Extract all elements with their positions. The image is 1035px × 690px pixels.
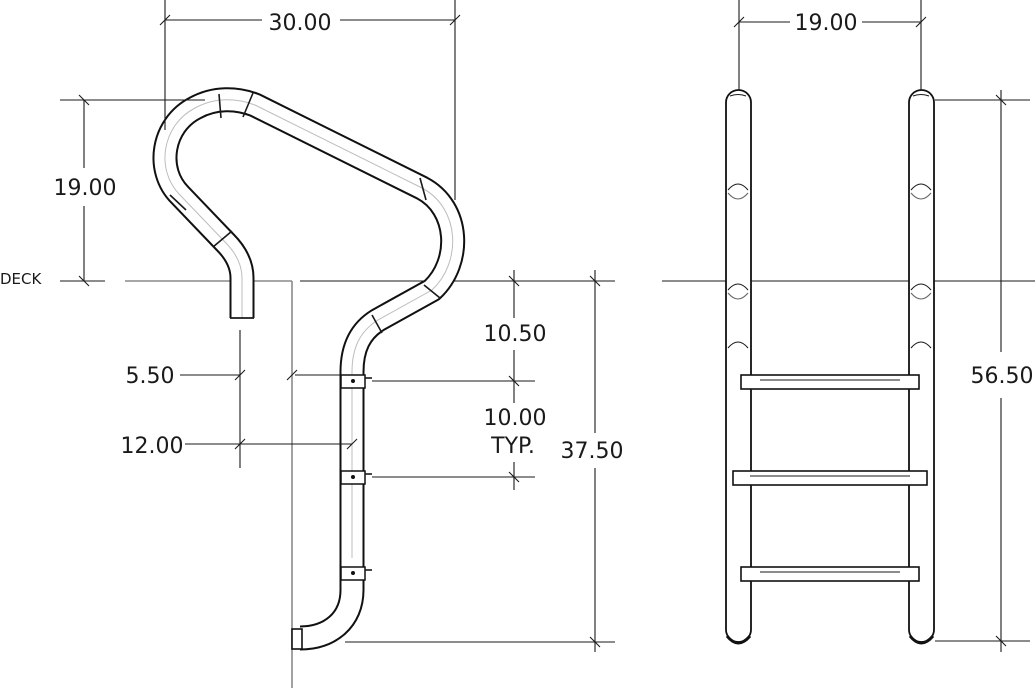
step-bracket-1 [340,374,372,389]
front-view-ladder [725,89,935,645]
step-bracket-2 [340,470,372,485]
dim-handrail-height: 19.00 [54,176,117,201]
dim-offset-inner: 5.50 [126,364,175,389]
step-bracket-3 [340,566,372,581]
dim-front-width: 19.00 [795,11,858,36]
side-view-ladder [152,87,466,651]
front-step-2 [732,470,928,486]
dim-below-deck-depth: 37.50 [561,439,624,464]
deck-lines [60,280,1035,688]
front-step-3 [740,566,920,582]
front-step-1 [740,374,920,390]
left-rail [725,89,752,645]
dim-step-spacing: 10.00 [484,406,547,431]
dim-side-width: 30.00 [269,11,332,36]
dim-offset-outer: 12.00 [121,434,184,459]
dim-overall-height: 56.50 [971,364,1034,389]
dim-first-step-depth: 10.50 [484,322,547,347]
right-rail [908,89,935,645]
front-view-dimensions [733,0,1030,652]
dim-step-spacing-note: TYP. [490,434,535,459]
deck-label: DECK [0,270,43,288]
side-view-dimensions [60,0,615,652]
